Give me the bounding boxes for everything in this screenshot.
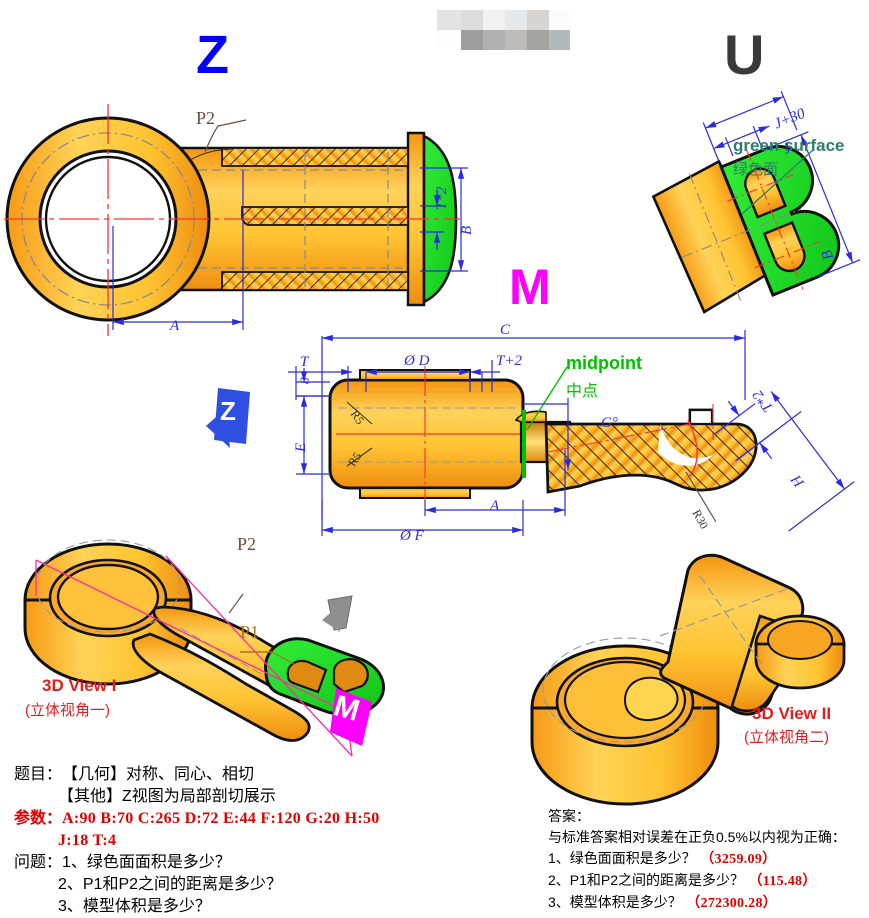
answer-question-1: 1、绿色面面积是多少？	[548, 850, 696, 866]
midpoint-label-zh: 中点	[566, 383, 599, 400]
dim-e: E	[293, 442, 309, 452]
dim-t2-section: T*2	[749, 386, 777, 415]
dim-phi-f: Ø F	[400, 528, 424, 544]
answer-question-2: 2、P1和P2之间的距离是多少？	[548, 872, 745, 888]
dim-b-uview: B	[818, 247, 838, 262]
hook-arm-section	[544, 408, 758, 494]
answer-item-1: 1、绿色面面积是多少？ （3259.09）	[548, 848, 866, 870]
problem-question-row-2: 2、P1和P2之间的距离是多少？	[14, 874, 534, 896]
answer-value-2: （115.48）	[748, 874, 817, 889]
view3d-2-caption-zh: (立体视角二)	[744, 729, 829, 746]
problem-question-row-3: 3、模型体积是多少？	[14, 896, 534, 918]
dim-g-deg: G°	[601, 415, 618, 431]
problem-question-3: 3、模型体积是多少？	[58, 898, 211, 915]
answer-value-1: （3259.09）	[700, 852, 777, 867]
p1-label-3d: P1	[240, 622, 260, 642]
answer-item-2: 2、P1和P2之间的距离是多少？ （115.48）	[548, 870, 866, 892]
dim-b-topview: B	[459, 225, 475, 235]
problem-params-line2: J:18 T:4	[58, 832, 117, 849]
answer-tolerance: 与标准答案相对误差在正负0.5%以内视为正确：	[548, 829, 846, 845]
z-view-drawing	[4, 104, 460, 336]
answer-question-3: 3、模型体积是多少？	[548, 894, 682, 910]
view3d-2-caption-en: 3D View II	[752, 704, 832, 723]
problem-question-2: 2、P1和P2之间的距离是多少？	[58, 876, 283, 893]
dim-8: 8	[297, 377, 312, 385]
dim-a-section: A	[490, 498, 500, 514]
dim-t: T	[300, 354, 309, 370]
view-letter-z: Z	[196, 25, 229, 85]
problem-params-row: 参数： A:90 B:70 C:265 D:72 E:44 F:120 G:20…	[14, 808, 534, 830]
m-arrow-letter: M	[330, 689, 364, 728]
dim-r5-upper: R5	[347, 407, 368, 427]
z-view-dimensions	[112, 167, 468, 330]
redacted-block	[437, 10, 570, 50]
problem-title-value: 【几何】对称、同心、相切	[62, 766, 255, 783]
dim-r30: R30	[689, 507, 712, 532]
problem-block: 题目： 【几何】对称、同心、相切 【其他】 Z视图为局部剖切展示 参数： A:9…	[14, 764, 534, 918]
green-surface-label-zh: 绿色面	[733, 161, 779, 178]
p2-label-3d: P2	[237, 534, 257, 554]
dim-j-plus-30: J+30	[771, 105, 808, 133]
problem-params-label: 参数：	[14, 810, 63, 827]
problem-title-row: 题目： 【几何】对称、同心、相切	[14, 764, 534, 786]
problem-other-value: Z视图为局部剖切展示	[122, 788, 276, 805]
green-end-face	[422, 133, 458, 305]
answer-title: 答案：	[548, 808, 590, 824]
dim-r5-lower: R5	[344, 449, 365, 469]
answer-item-3: 3、模型体积是多少？ （272300.28）	[548, 892, 866, 914]
answer-tolerance-line: 与标准答案相对误差在正负0.5%以内视为正确：	[548, 827, 866, 848]
view3d-1-caption-zh: (立体视角一)	[25, 702, 110, 719]
problem-question-row-1: 问题： 1、绿色面面积是多少？	[14, 852, 534, 874]
problem-questions-label: 问题：	[14, 854, 63, 871]
problem-params-row2: J:18 T:4	[14, 830, 534, 852]
problem-params-line1: A:90 B:70 C:265 D:72 E:44 F:120 G:20 H:5…	[62, 810, 380, 827]
section-view-drawing	[328, 366, 758, 502]
midpoint-label-en: midpoint	[566, 353, 642, 373]
view-letter-m: M	[509, 259, 551, 315]
problem-question-1: 1、绿色面面积是多少？	[62, 854, 231, 871]
view3d-1-drawing	[23, 539, 385, 757]
dim-t2-topview: T*2	[434, 186, 450, 210]
dim-t-plus-2: T+2	[496, 353, 522, 369]
dim-h: H	[788, 471, 808, 490]
answer-block: 答案： 与标准答案相对误差在正负0.5%以内视为正确： 1、绿色面面积是多少？ …	[548, 806, 866, 914]
green-surface-label-en: green surface	[733, 136, 845, 155]
problem-title-label: 题目：	[14, 766, 63, 783]
p2-label-top: P2	[196, 108, 216, 128]
answer-value-3: （272300.28）	[686, 896, 778, 911]
answer-title-line: 答案：	[548, 806, 866, 827]
view3d-2-drawing	[530, 553, 846, 806]
z-arrow-letter: Z	[220, 396, 236, 426]
view3d-1-green-face	[264, 637, 385, 717]
problem-other-label: 【其他】	[58, 788, 123, 805]
view3d-1-caption-en: 3D View I	[42, 676, 117, 695]
problem-other-row: 【其他】 Z视图为局部剖切展示	[14, 786, 534, 808]
dim-phi-d: Ø D	[404, 353, 430, 369]
view-letter-u: U	[724, 23, 764, 86]
dim-c: C	[500, 322, 511, 338]
dim-a-topview: A	[170, 318, 180, 334]
